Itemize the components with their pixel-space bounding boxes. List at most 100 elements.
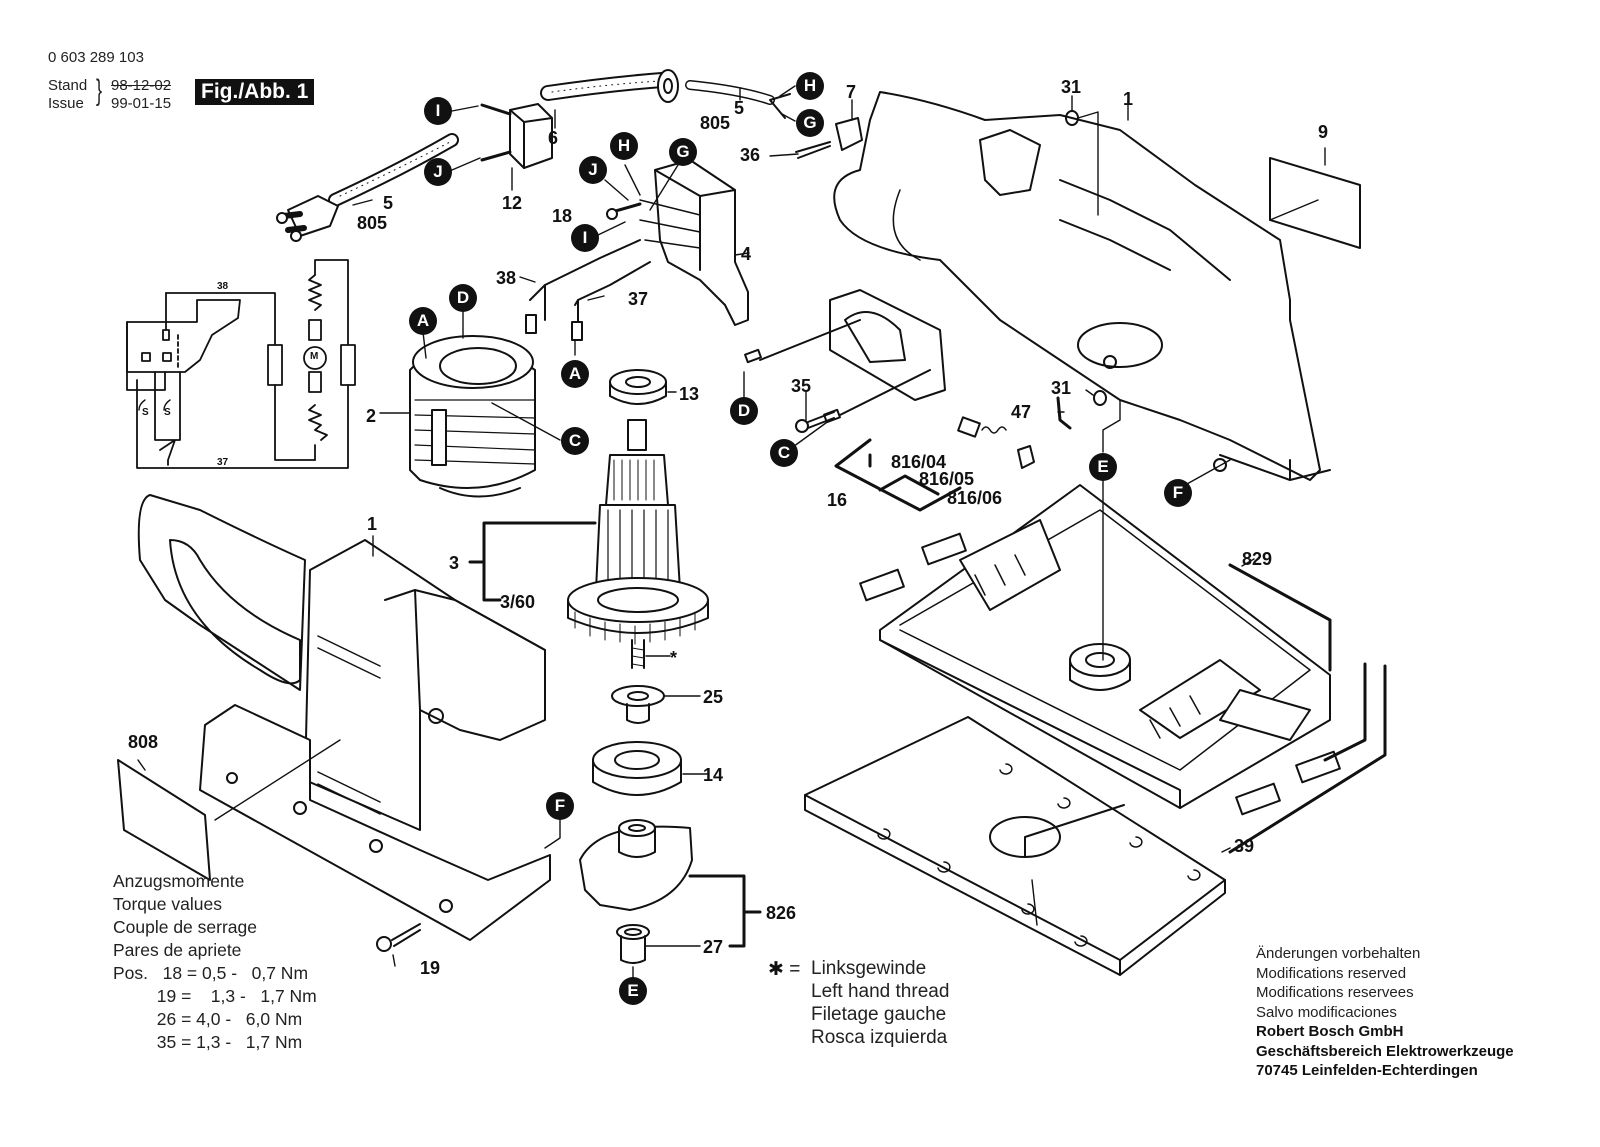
connector-callout-i: I: [571, 224, 599, 252]
torque-title-es: Pares de apriete: [113, 940, 242, 960]
cable-sleeve-part: [540, 69, 791, 119]
part-number: 0 603 289 103: [48, 49, 144, 66]
part-label: 805: [700, 113, 731, 133]
sleeve-27-part: [616, 924, 650, 964]
connector-callout-f: F: [546, 792, 574, 820]
connector-callout-d: D: [449, 284, 477, 312]
figure-label: Fig./Abb. 1: [195, 79, 315, 105]
torque-row: 19 = 1,3 - 1,7 Nm: [113, 986, 317, 1006]
part-label: 5: [383, 193, 394, 213]
part-label: 39: [1234, 836, 1255, 856]
part-label: 1: [367, 514, 378, 534]
schematic-suppressor-left: S: [142, 407, 149, 418]
part-label: 25: [703, 687, 724, 707]
part-label: 14: [703, 765, 724, 785]
part-label: 3: [449, 553, 460, 573]
left-thread-en: Left hand thread: [811, 981, 950, 1002]
screw-19-part: [376, 923, 421, 952]
screw-36-part: [795, 141, 831, 159]
cable-clamp-7: [835, 117, 863, 151]
part-label: 37: [628, 289, 649, 309]
connector-callout-c: C: [770, 439, 798, 467]
connector-callout-c: C: [561, 427, 589, 455]
schematic-suppressor-right: S: [164, 407, 171, 418]
armature-part: [567, 419, 709, 669]
label-plate-808: [117, 759, 211, 881]
part-label: 38: [496, 268, 517, 288]
torque-values-block: Anzugsmomente Torque values Couple de se…: [113, 870, 317, 1054]
part-label: 9: [1318, 122, 1329, 142]
assembled-sander-view: [137, 494, 551, 941]
stand-label: Stand: [48, 77, 88, 94]
bracket-16: [834, 438, 962, 512]
connector-callout-i: I: [424, 97, 452, 125]
stand-date: 98-12-02: [111, 77, 172, 94]
connector-callout-a: A: [561, 360, 589, 388]
part-label: 7: [846, 82, 857, 102]
bracket-39: [1228, 664, 1387, 854]
part-label: 18: [552, 206, 573, 226]
torque-row: 26 = 4,0 - 6,0 Nm: [113, 1009, 303, 1029]
torque-title-de: Anzugsmomente: [113, 871, 245, 891]
housing-shell-part: [833, 91, 1331, 481]
base-plate-part: [859, 484, 1341, 816]
switch-part: [606, 159, 749, 326]
bearing-13-part: [609, 369, 667, 405]
part-label: 816/05: [919, 469, 975, 489]
left-thread-fr: Filetage gauche: [811, 1004, 947, 1025]
carbon-brush-part: [957, 416, 1035, 469]
connector-callout-f: F: [1164, 479, 1192, 507]
part-label: 826: [766, 903, 797, 923]
washer-25-part: [611, 685, 665, 724]
counterweight-part: [579, 819, 693, 911]
legal-notice-block: Änderungen vorbehalten Modifications res…: [1256, 944, 1514, 1081]
part-label: 5: [734, 98, 745, 118]
bearing-14-part: [592, 741, 682, 796]
field-stator-part: [409, 335, 536, 498]
part-label: 31: [1051, 378, 1072, 398]
cover-plate-9: [1269, 157, 1361, 249]
part-label: 816/06: [947, 488, 1003, 508]
spring-47-part: [1056, 396, 1072, 430]
part-label: 27: [703, 937, 724, 957]
connector-callout-h: H: [796, 72, 824, 100]
legal-address: 70745 Leinfelden-Echterdingen: [1256, 1062, 1478, 1079]
brush-holder-part: [744, 289, 946, 424]
part-label: 3/60: [500, 592, 536, 612]
part-label: 31: [1061, 77, 1082, 97]
part-label: 808: [128, 732, 159, 752]
connector-callout-g: G: [669, 138, 697, 166]
o-ring-31-lower: [1093, 390, 1107, 406]
legal-line-de: Änderungen vorbehalten: [1256, 945, 1421, 962]
part-label: *: [670, 648, 678, 668]
connector-callout-g: G: [796, 109, 824, 137]
part-label: 35: [791, 376, 812, 396]
wire-leads-part: [525, 239, 651, 341]
legal-company: Robert Bosch GmbH: [1256, 1023, 1404, 1040]
connector-callout-j: J: [424, 158, 452, 186]
connector-callout-h: H: [610, 132, 638, 160]
part-label: 805: [357, 213, 388, 233]
torque-row: 35 = 1,3 - 1,7 Nm: [113, 1032, 303, 1052]
part-label: 47: [1011, 402, 1032, 422]
torque-row: Pos. 18 = 0,5 - 0,7 Nm: [113, 963, 309, 983]
torque-title-en: Torque values: [113, 894, 222, 914]
issue-date: 99-01-15: [111, 95, 172, 112]
left-thread-de: Linksgewinde: [811, 958, 927, 979]
connector-callout-a: A: [409, 307, 437, 335]
schematic-motor-symbol: M: [310, 351, 319, 362]
legal-line-fr: Modifications reservees: [1256, 984, 1414, 1001]
connector-callout-j: J: [579, 156, 607, 184]
connector-callout-e: E: [1089, 453, 1117, 481]
connector-callout-e: E: [619, 977, 647, 1005]
left-thread-symbol: ✱ =: [768, 959, 801, 980]
legal-division: Geschäftsbereich Elektrowerkzeuge: [1256, 1042, 1514, 1060]
sanding-pad-part: [804, 716, 1226, 976]
connector-callout-d: D: [730, 397, 758, 425]
schematic-wire-38: 38: [217, 281, 229, 292]
wiring-schematic: [126, 259, 356, 469]
part-label: 2: [366, 406, 377, 426]
bracket-3: [468, 521, 597, 602]
issue-label: Issue: [48, 95, 84, 112]
